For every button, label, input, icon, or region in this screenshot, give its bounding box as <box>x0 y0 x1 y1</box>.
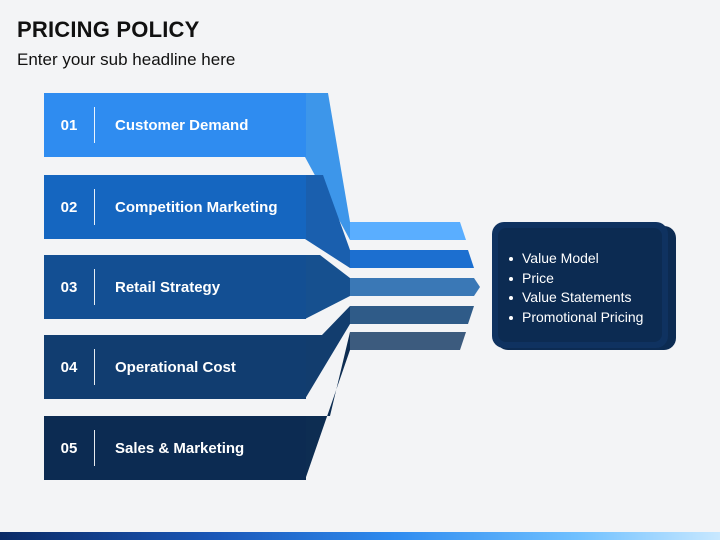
connector-02 <box>305 175 350 268</box>
connector-03 <box>305 255 350 319</box>
summary-item: Promotional Pricing <box>508 308 643 328</box>
divider <box>94 430 95 466</box>
strip-02 <box>350 250 474 268</box>
summary-item: Value Statements <box>508 288 643 308</box>
row-bar-02 <box>44 175 306 239</box>
row-number: 04 <box>60 358 78 376</box>
connector-04 <box>305 306 350 399</box>
row-01: 01 Customer Demand <box>44 93 306 157</box>
row-number: 01 <box>60 116 78 134</box>
strip-03 <box>350 278 480 296</box>
strip-01 <box>350 222 466 240</box>
connector-05 <box>305 332 350 480</box>
row-bar-03 <box>44 255 306 319</box>
row-label: Operational Cost <box>115 358 236 376</box>
divider <box>94 189 95 225</box>
summary-list: Value Model Price Value Statements Promo… <box>500 249 643 327</box>
summary-panel: Value Model Price Value Statements Promo… <box>500 232 668 344</box>
row-05: 05 Sales & Marketing <box>44 416 306 480</box>
divider <box>94 349 95 385</box>
row-bar-05 <box>44 416 306 480</box>
row-label: Customer Demand <box>115 116 249 134</box>
row-bar-04 <box>44 335 306 399</box>
page-subtitle: Enter your sub headline here <box>17 50 236 69</box>
row-number: 03 <box>60 278 78 296</box>
connector-01 <box>305 93 350 240</box>
row-04: 04 Operational Cost <box>44 335 306 399</box>
strip-05 <box>350 332 466 350</box>
row-label: Sales & Marketing <box>115 439 245 457</box>
row-03: 03 Retail Strategy <box>44 255 306 319</box>
row-bar-01 <box>44 93 306 157</box>
summary-item: Price <box>508 269 643 289</box>
row-number: 05 <box>60 439 78 457</box>
row-label: Competition Marketing <box>115 198 278 216</box>
row-number: 02 <box>60 198 78 216</box>
footer-accent-bar <box>0 532 720 540</box>
row-label: Retail Strategy <box>115 278 221 296</box>
page-title: PRICING POLICY <box>17 17 200 42</box>
divider <box>94 269 95 305</box>
strip-04 <box>350 306 474 324</box>
row-02: 02 Competition Marketing <box>44 175 306 239</box>
divider <box>94 107 95 143</box>
summary-box-inner <box>498 228 662 342</box>
summary-item: Value Model <box>508 249 643 269</box>
